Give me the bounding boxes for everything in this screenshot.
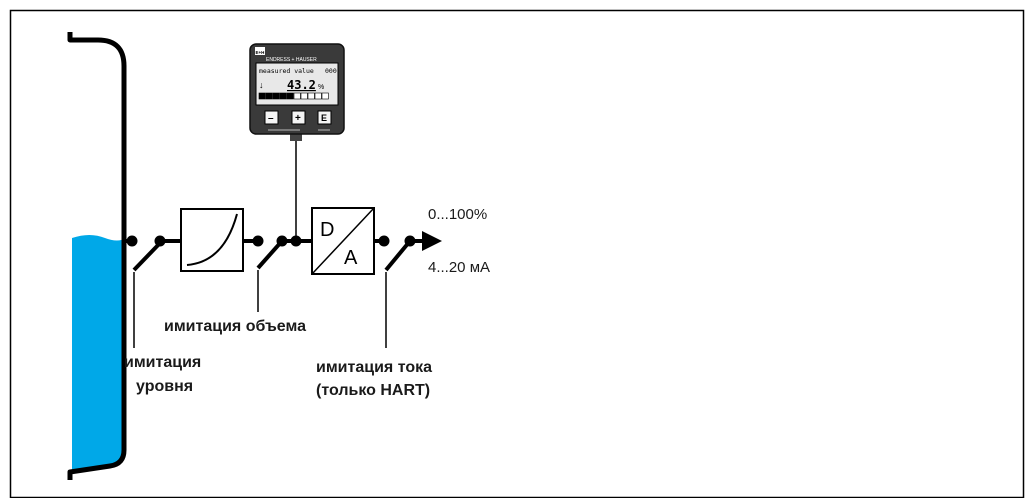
lcd-arrow-icon: ↓: [259, 80, 264, 90]
output-arrowhead-icon: [422, 231, 442, 251]
lcd-bar-segment: [307, 92, 315, 100]
lcd-bar-segment: [286, 92, 294, 100]
level-sim-label: имитация: [124, 354, 201, 371]
linearization-curve-icon: [186, 213, 238, 266]
node: [378, 235, 390, 247]
lcd-bar-segment: [314, 92, 322, 100]
lcd-value: 43.2: [287, 78, 316, 92]
lcd-bargraph: [258, 92, 329, 100]
brand-logo-text: E+H: [256, 50, 265, 55]
plus-button[interactable]: +: [291, 110, 306, 125]
tank-wall: [67, 32, 127, 480]
brand-logo: [255, 47, 265, 55]
lcd-bar-segment: [300, 92, 308, 100]
lcd-bar-segment: [272, 92, 280, 100]
enter-button-label: E: [321, 113, 327, 123]
lcd-bar-segment: [265, 92, 273, 100]
minus-button[interactable]: –: [264, 110, 279, 125]
level-sim-label-2: уровня: [136, 378, 193, 395]
lcd-title: measured value: [259, 67, 314, 75]
brand-name: ENDRESS + HAUSER: [266, 57, 317, 63]
lcd-unit: %: [318, 84, 324, 91]
volume-sim-switch[interactable]: [256, 239, 284, 270]
diagram-frame: [9, 9, 1025, 498]
signal-chain: [124, 140, 442, 348]
enter-button[interactable]: E: [317, 110, 332, 125]
plus-button-label: +: [295, 113, 301, 124]
level-sim-switch[interactable]: [132, 239, 164, 272]
output-percent-label: 0...100%: [428, 206, 487, 223]
da-label-d: D: [320, 219, 334, 241]
volume-sim-label: имитация объема: [164, 318, 306, 335]
node: [252, 235, 264, 247]
lcd-bar-segment: [321, 92, 329, 100]
lcd-bar-segment: [293, 92, 301, 100]
node: [126, 235, 138, 247]
current-sim-label: имитация тока: [316, 359, 432, 376]
tank-liquid: [72, 235, 126, 472]
lcd-bar-segment: [279, 92, 287, 100]
linearization-block: [180, 208, 244, 272]
output-current-label: 4...20 мА: [428, 259, 490, 276]
display-module: E+H ENDRESS + HAUSER measured value 000 …: [249, 43, 345, 141]
lcd-bar-segment: [258, 92, 266, 100]
current-sim-label-2: (только HART): [316, 382, 430, 399]
current-sim-switch[interactable]: [384, 239, 412, 272]
da-label-a: A: [344, 247, 358, 269]
minus-button-label: –: [268, 113, 274, 124]
display-connector: [290, 132, 302, 141]
tank: [67, 32, 127, 480]
lcd-code: 000: [325, 67, 337, 75]
